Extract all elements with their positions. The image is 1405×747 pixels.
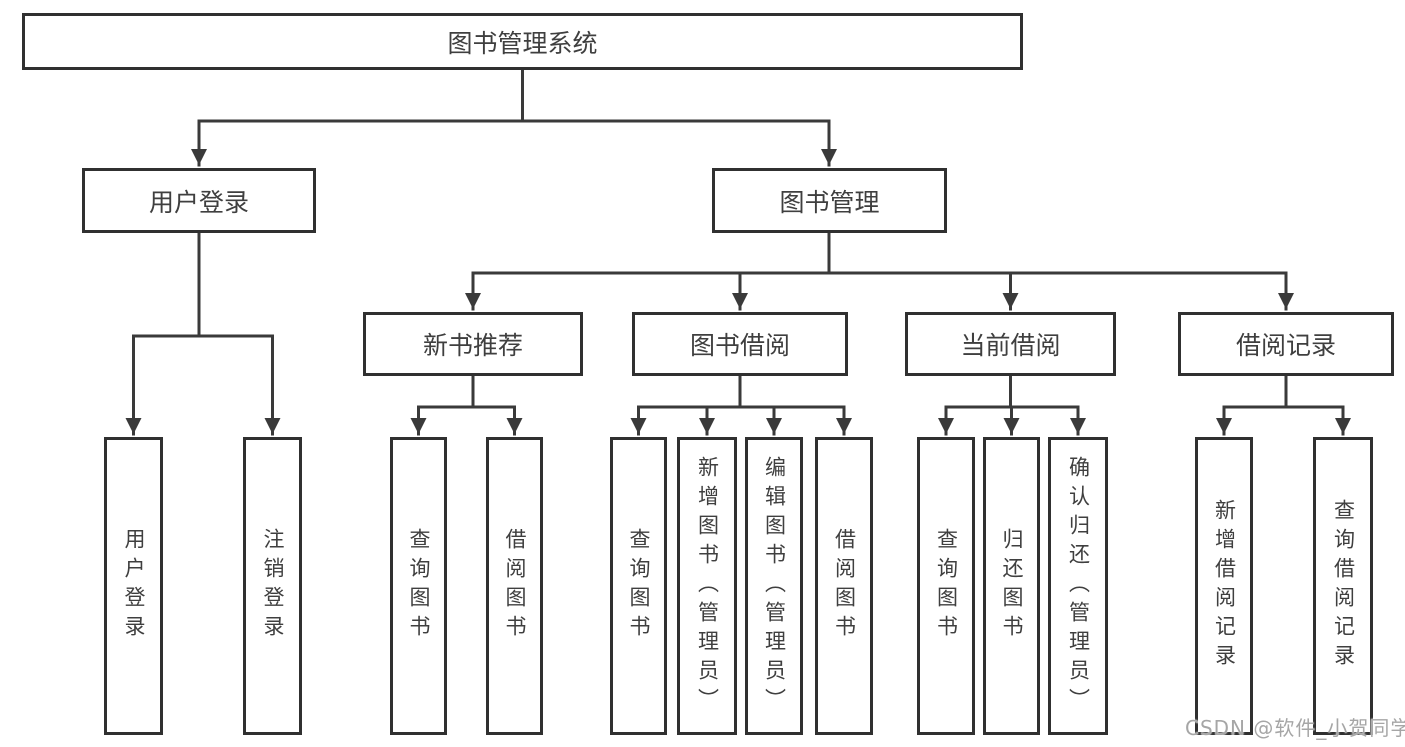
leaf-logout: 注销登录	[243, 437, 302, 735]
node-book-borrowing: 图书借阅	[632, 312, 848, 376]
leaf-borrowing-edit-books-admin: 编辑图书（管理员）	[745, 437, 803, 735]
leaf-records-query-borrow-record: 查询借阅记录	[1313, 437, 1373, 735]
node-new-book-recommend: 新书推荐	[363, 312, 583, 376]
leaf-user-login: 用户登录	[104, 437, 163, 735]
node-book-management: 图书管理	[712, 168, 947, 233]
node-borrowing-records: 借阅记录	[1178, 312, 1394, 376]
leaf-current-confirm-return-admin: 确认归还（管理员）	[1048, 437, 1108, 735]
leaf-current-return-books: 归还图书	[983, 437, 1040, 735]
node-user-login: 用户登录	[82, 168, 316, 233]
leaf-borrowing-query-books: 查询图书	[610, 437, 667, 735]
leaf-records-add-borrow-record: 新增借阅记录	[1195, 437, 1253, 735]
node-library-management-system: 图书管理系统	[22, 13, 1023, 70]
leaf-borrowing-add-books-admin: 新增图书（管理员）	[677, 437, 737, 735]
node-current-borrowing: 当前借阅	[905, 312, 1116, 376]
leaf-newbook-query-books: 查询图书	[390, 437, 447, 735]
leaf-borrowing-borrow-books: 借阅图书	[815, 437, 873, 735]
leaf-current-query-books: 查询图书	[917, 437, 975, 735]
leaf-newbook-borrow-books: 借阅图书	[486, 437, 543, 735]
csdn-watermark: CSDN @软件_小贺同学	[1185, 716, 1405, 740]
